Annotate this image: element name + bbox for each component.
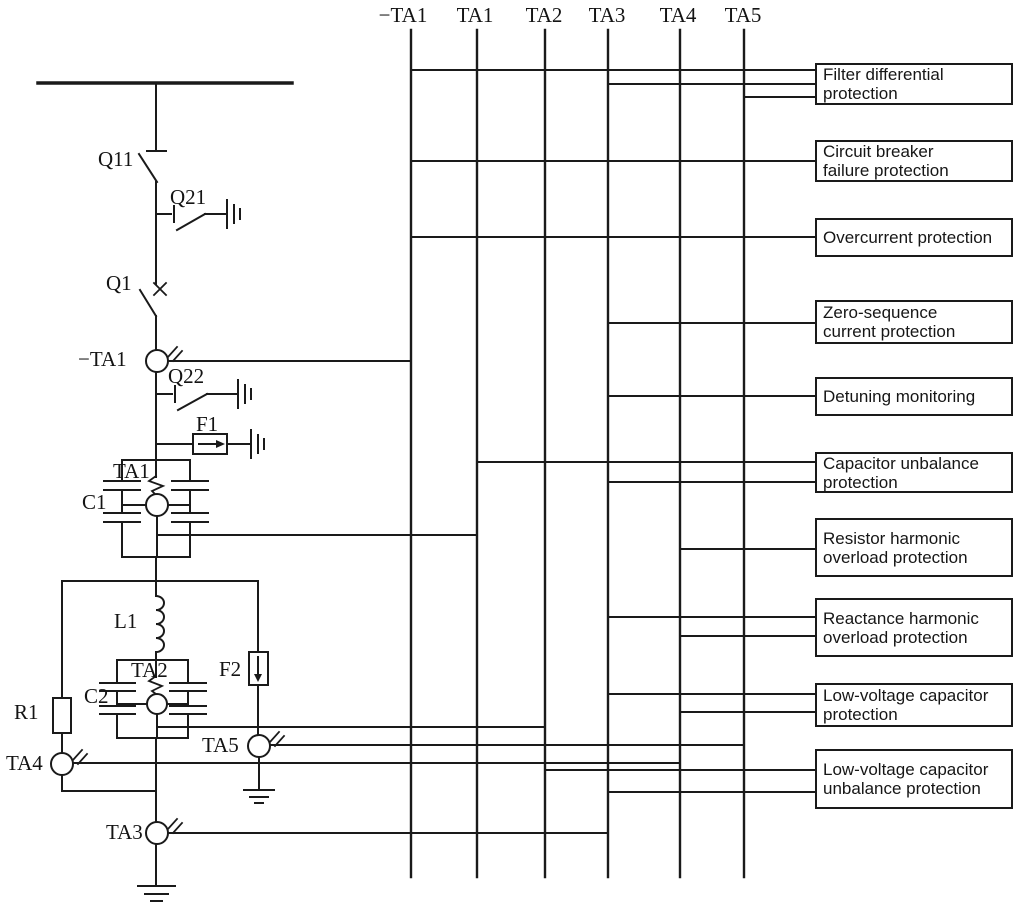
ground-symbol-q21: [226, 199, 241, 229]
label-l1: L1: [114, 609, 138, 633]
protection-box-breaker-failure: Circuit breaker failure protection: [815, 140, 1013, 182]
ground-symbol-q22: [237, 379, 252, 409]
protection-box-resistor-harmonic: Resistor harmonic overload protection: [815, 518, 1013, 577]
label-c2: C2: [84, 684, 109, 708]
label-ta3: TA3: [106, 820, 143, 844]
ct-ta5: [243, 730, 745, 804]
ground-symbol-f1: [250, 429, 265, 459]
disconnector-q11: [137, 150, 167, 184]
ct-ta4: [50, 748, 681, 792]
protection-box-text: Low-voltage capacitor: [823, 686, 989, 705]
earthing-switch-q21: [155, 199, 241, 232]
protection-box-text: failure protection: [823, 161, 949, 180]
protection-box-filter-differential: Filter differential protection: [815, 63, 1013, 105]
protection-box-text: protection: [823, 84, 898, 103]
arrester-f1: [155, 429, 265, 459]
label-q11: Q11: [98, 147, 134, 171]
protection-box-text: Low-voltage capacitor: [823, 760, 989, 779]
column-label-ta1: TA1: [456, 3, 494, 27]
label-r1: R1: [14, 700, 39, 724]
label-c1: C1: [82, 490, 107, 514]
reactor-l1: [154, 580, 165, 661]
ground-symbol-ta5: [243, 789, 275, 804]
protection-box-detuning-monitoring: Detuning monitoring: [815, 377, 1013, 416]
protection-box-text: overload protection: [823, 547, 968, 567]
protection-box-reactance-harmonic: Reactance harmonic overload protection: [815, 598, 1013, 657]
parallel-branch-frame: [61, 580, 259, 699]
label-ta2: TA2: [131, 658, 168, 682]
label-neg-ta1: −TA1: [78, 347, 127, 371]
protection-box-overcurrent: Overcurrent protection: [815, 218, 1013, 257]
protection-box-capacitor-unbalance: Capacitor unbalance protection: [815, 452, 1013, 493]
protection-connection-lines: [410, 69, 816, 793]
protection-box-text: protection: [823, 705, 898, 724]
protection-box-text: Filter differential: [823, 65, 944, 84]
protection-box-text: protection: [823, 472, 898, 492]
ct-neg-ta1: [145, 345, 412, 373]
label-q22: Q22: [168, 364, 205, 388]
column-label-ta4: TA4: [659, 3, 697, 27]
label-ta5: TA5: [202, 733, 239, 757]
column-label-ta2: TA2: [525, 3, 563, 27]
label-q21: Q21: [170, 185, 207, 209]
protection-box-lv-capacitor-unbalance: Low-voltage capacitor unbalance protecti…: [815, 749, 1013, 809]
ct-ta3: [137, 817, 609, 902]
ct-bus-columns: [409, 28, 746, 879]
capacitor-bridge-c2: [99, 659, 546, 823]
column-label-ta5: TA5: [724, 3, 762, 27]
label-ta4: TA4: [6, 751, 43, 775]
arrester-f2: [248, 651, 269, 736]
label-f1: F1: [196, 412, 219, 436]
protection-box-text: Zero-sequence: [823, 303, 938, 322]
protection-box-text: Resistor harmonic: [823, 528, 960, 548]
label-ta1: TA1: [113, 459, 150, 483]
protection-box-text: Capacitor unbalance: [823, 453, 979, 473]
earthing-switch-q22: [155, 379, 252, 412]
label-f2: F2: [219, 657, 242, 681]
protection-box-text: Detuning monitoring: [823, 387, 976, 406]
protection-box-zero-sequence: Zero-sequence current protection: [815, 300, 1013, 344]
ct-ta2: [146, 693, 168, 715]
protection-box-text: Circuit breaker: [823, 142, 934, 161]
resistor-r1: [52, 697, 72, 754]
protection-box-text: Overcurrent protection: [823, 228, 993, 247]
label-q1: Q1: [106, 271, 132, 295]
breaker-q1: [138, 281, 168, 318]
protection-box-text: overload protection: [823, 627, 968, 647]
protection-box-text: unbalance protection: [823, 779, 981, 798]
column-label-neg-ta1: −TA1: [378, 3, 428, 27]
capacitor-bridge-c1: [103, 459, 478, 582]
protection-box-lv-capacitor: Low-voltage capacitor protection: [815, 683, 1013, 727]
protection-box-text: Reactance harmonic: [823, 608, 979, 628]
ground-symbol-main: [137, 885, 176, 902]
protection-box-text: current protection: [823, 322, 956, 341]
column-label-ta3: TA3: [588, 3, 626, 27]
ct-ta1: [145, 493, 169, 517]
